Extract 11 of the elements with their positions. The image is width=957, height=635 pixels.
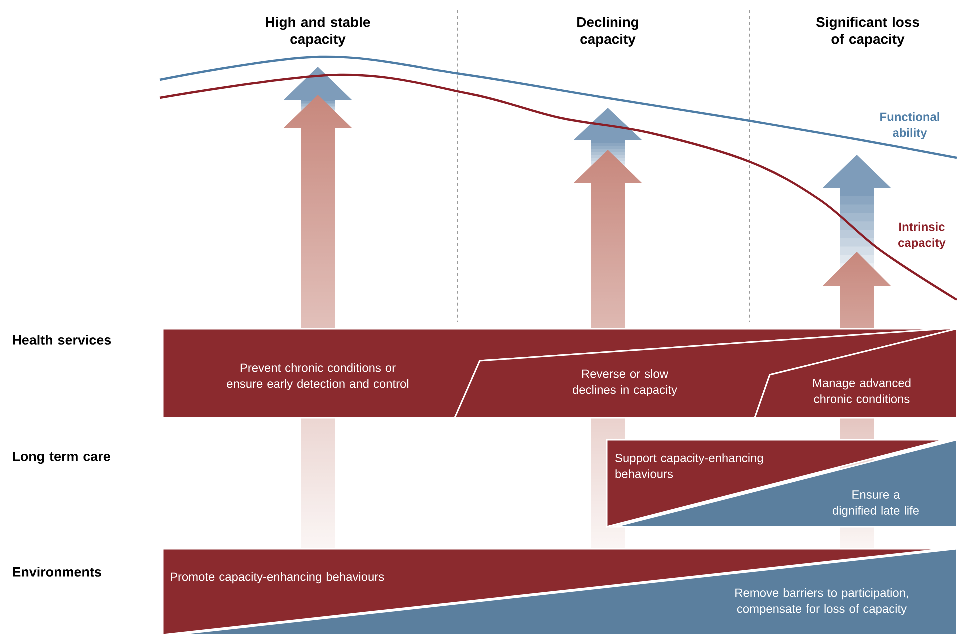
row-label: Health services — [13, 335, 112, 345]
node-label: Prevent chronic conditions or ensure early detection and control — [227, 363, 409, 391]
column-heading: Significant loss of capacity — [816, 17, 920, 47]
curve-label: Intrinsic capacity — [898, 222, 946, 250]
node-label: Manage advanced chronic conditions — [813, 378, 911, 404]
node-label: Reverse or slow declines in capacity — [573, 369, 678, 397]
row-label: Long term care — [13, 452, 110, 464]
column-heading: Declining capacity — [578, 17, 638, 47]
curve-label: Functional ability — [880, 112, 940, 140]
row-label: Environments — [13, 567, 102, 577]
column-heading: High and stable capacity — [266, 17, 370, 47]
